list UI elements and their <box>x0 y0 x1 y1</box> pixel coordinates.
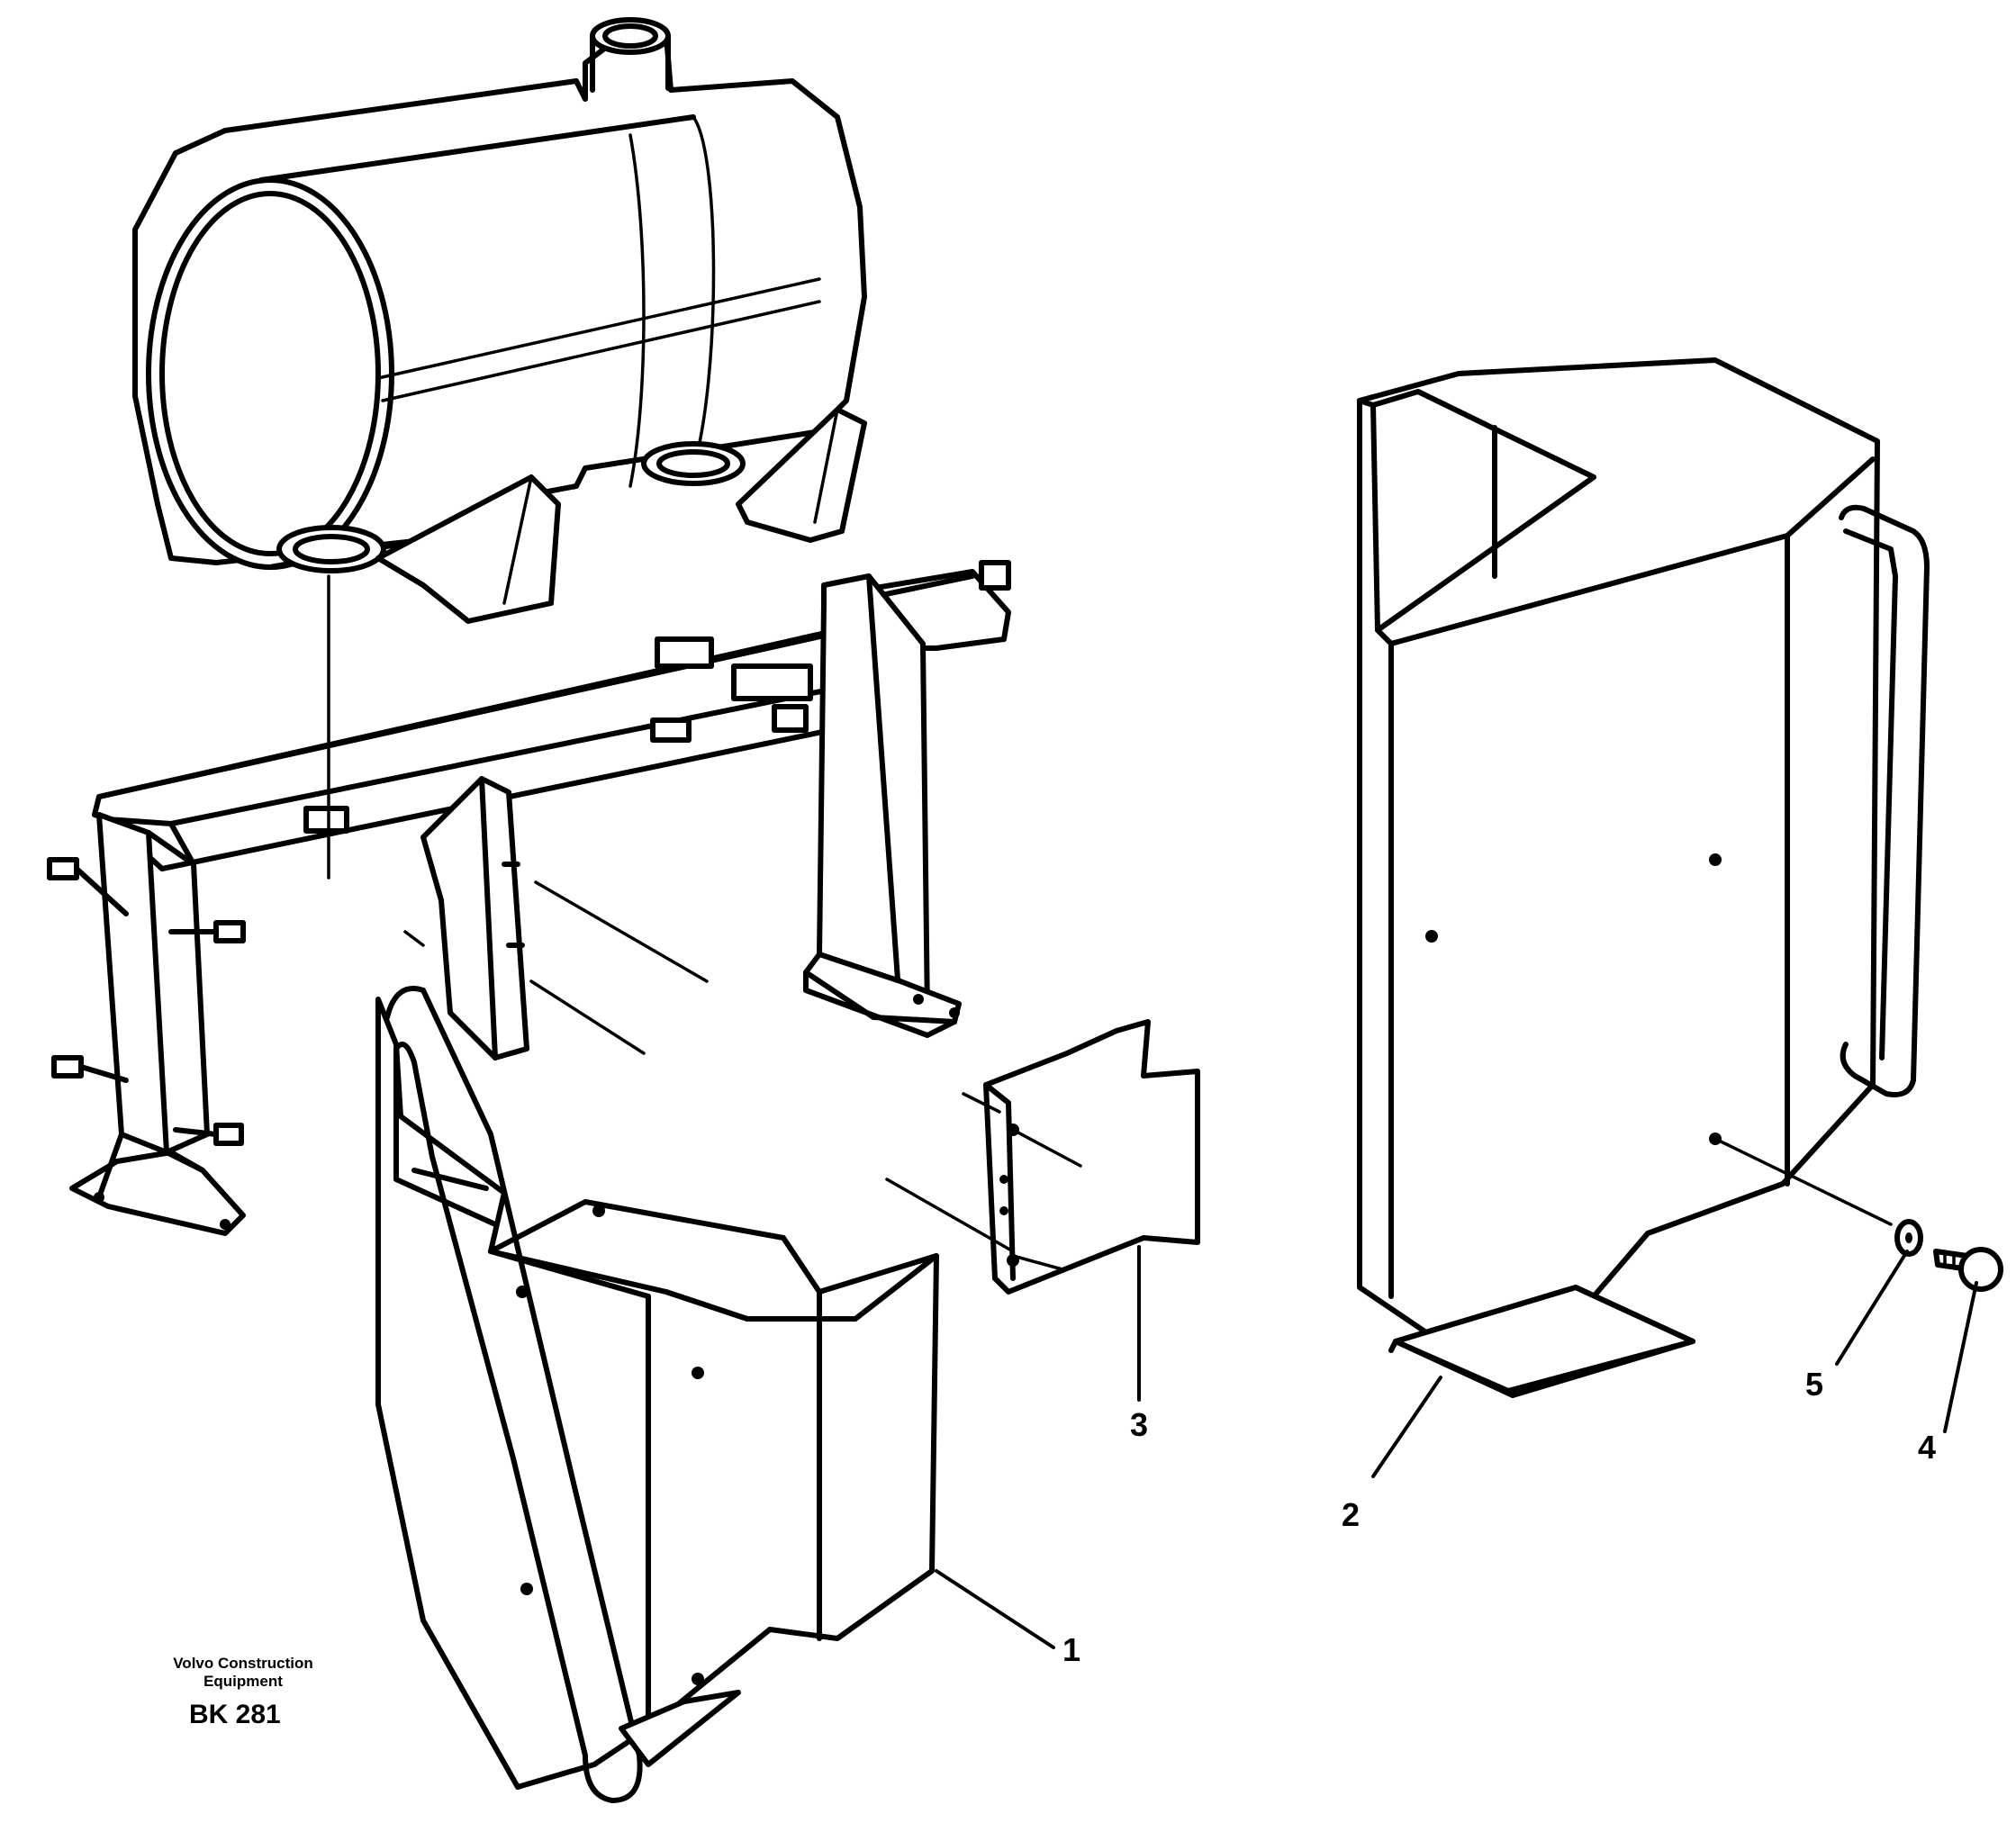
leader-lines <box>935 1245 1978 1649</box>
clip-icon <box>47 857 246 1146</box>
callout-part-5: 5 <box>1805 1366 1824 1403</box>
reference-code: BK 281 <box>189 1700 281 1729</box>
washer-icon <box>1894 1219 1923 1257</box>
credit-line-2: Equipment <box>203 1673 283 1690</box>
callout-part-3: 3 <box>1130 1406 1149 1443</box>
callout-part-4: 4 <box>1918 1429 1937 1466</box>
side-cover-right-icon <box>1357 357 1930 1398</box>
callout-part-2: 2 <box>1342 1496 1361 1533</box>
publisher-credit: Volvo Construction Equipment <box>149 1655 338 1691</box>
screw-icon <box>1933 1247 2003 1292</box>
callout-part-1: 1 <box>1062 1631 1081 1668</box>
credit-line-1: Volvo Construction <box>173 1655 313 1672</box>
support-frame-icon <box>47 560 1011 1236</box>
bracket-plate-icon <box>983 1019 1200 1295</box>
muffler-icon <box>132 17 867 624</box>
assembly-lines <box>327 574 1893 1271</box>
side-cover-left-icon <box>375 986 939 1803</box>
